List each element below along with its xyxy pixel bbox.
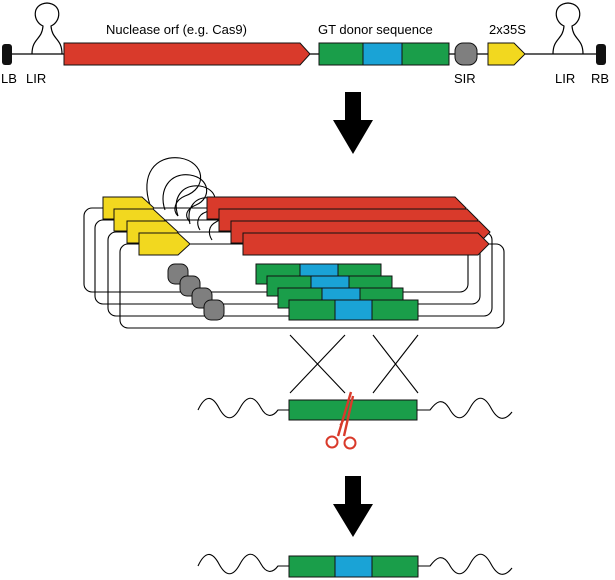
rb-label: RB xyxy=(591,71,609,86)
target-gene-block xyxy=(288,399,418,421)
result-left-wave xyxy=(197,553,289,575)
nuclease-orf-block xyxy=(63,42,311,66)
replicon-nuclease-4 xyxy=(242,232,490,256)
down-arrow-icon xyxy=(333,92,373,154)
scissors-icon xyxy=(325,391,357,450)
result-blue-center xyxy=(334,555,373,578)
lb-label: LB xyxy=(1,71,17,86)
donor-green-left xyxy=(318,42,364,66)
nuclease-label: Nuclease orf (e.g. Cas9) xyxy=(106,22,247,37)
down-arrow-icon-2 xyxy=(333,476,373,537)
donor-blue-center xyxy=(362,42,403,66)
right-border-block xyxy=(596,44,606,65)
sir-label: SIR xyxy=(454,71,476,86)
t-dna-construct: LB LIR Nuclease orf (e.g. Cas9) GT donor… xyxy=(1,2,609,86)
chromosome-left-wave xyxy=(197,397,289,419)
replicon-promoter-4 xyxy=(138,232,191,256)
chromosome-right-wave xyxy=(417,397,513,419)
sir-block xyxy=(454,42,478,66)
left-border-block xyxy=(2,44,12,65)
modified-locus xyxy=(197,553,513,578)
replicon-sir-4 xyxy=(203,299,225,321)
donor-green-right xyxy=(401,42,450,66)
replicon-donor-4 xyxy=(288,299,419,321)
lir-left-hairpin xyxy=(31,2,63,55)
target-locus xyxy=(197,397,513,421)
replicon-loop-2 xyxy=(162,174,208,223)
lir-right-hairpin xyxy=(552,2,584,55)
homologous-recombination-crosses xyxy=(289,334,419,394)
replicon-stack xyxy=(83,157,505,329)
promoter-block xyxy=(487,42,526,66)
lir-left-label: LIR xyxy=(26,71,46,86)
lir-right-label: LIR xyxy=(555,71,575,86)
gt-donor-label: GT donor sequence xyxy=(318,22,433,37)
result-green-left xyxy=(288,555,336,578)
result-green-right xyxy=(371,555,419,578)
result-right-wave xyxy=(418,553,513,575)
promoter-label: 2x35S xyxy=(489,22,526,37)
